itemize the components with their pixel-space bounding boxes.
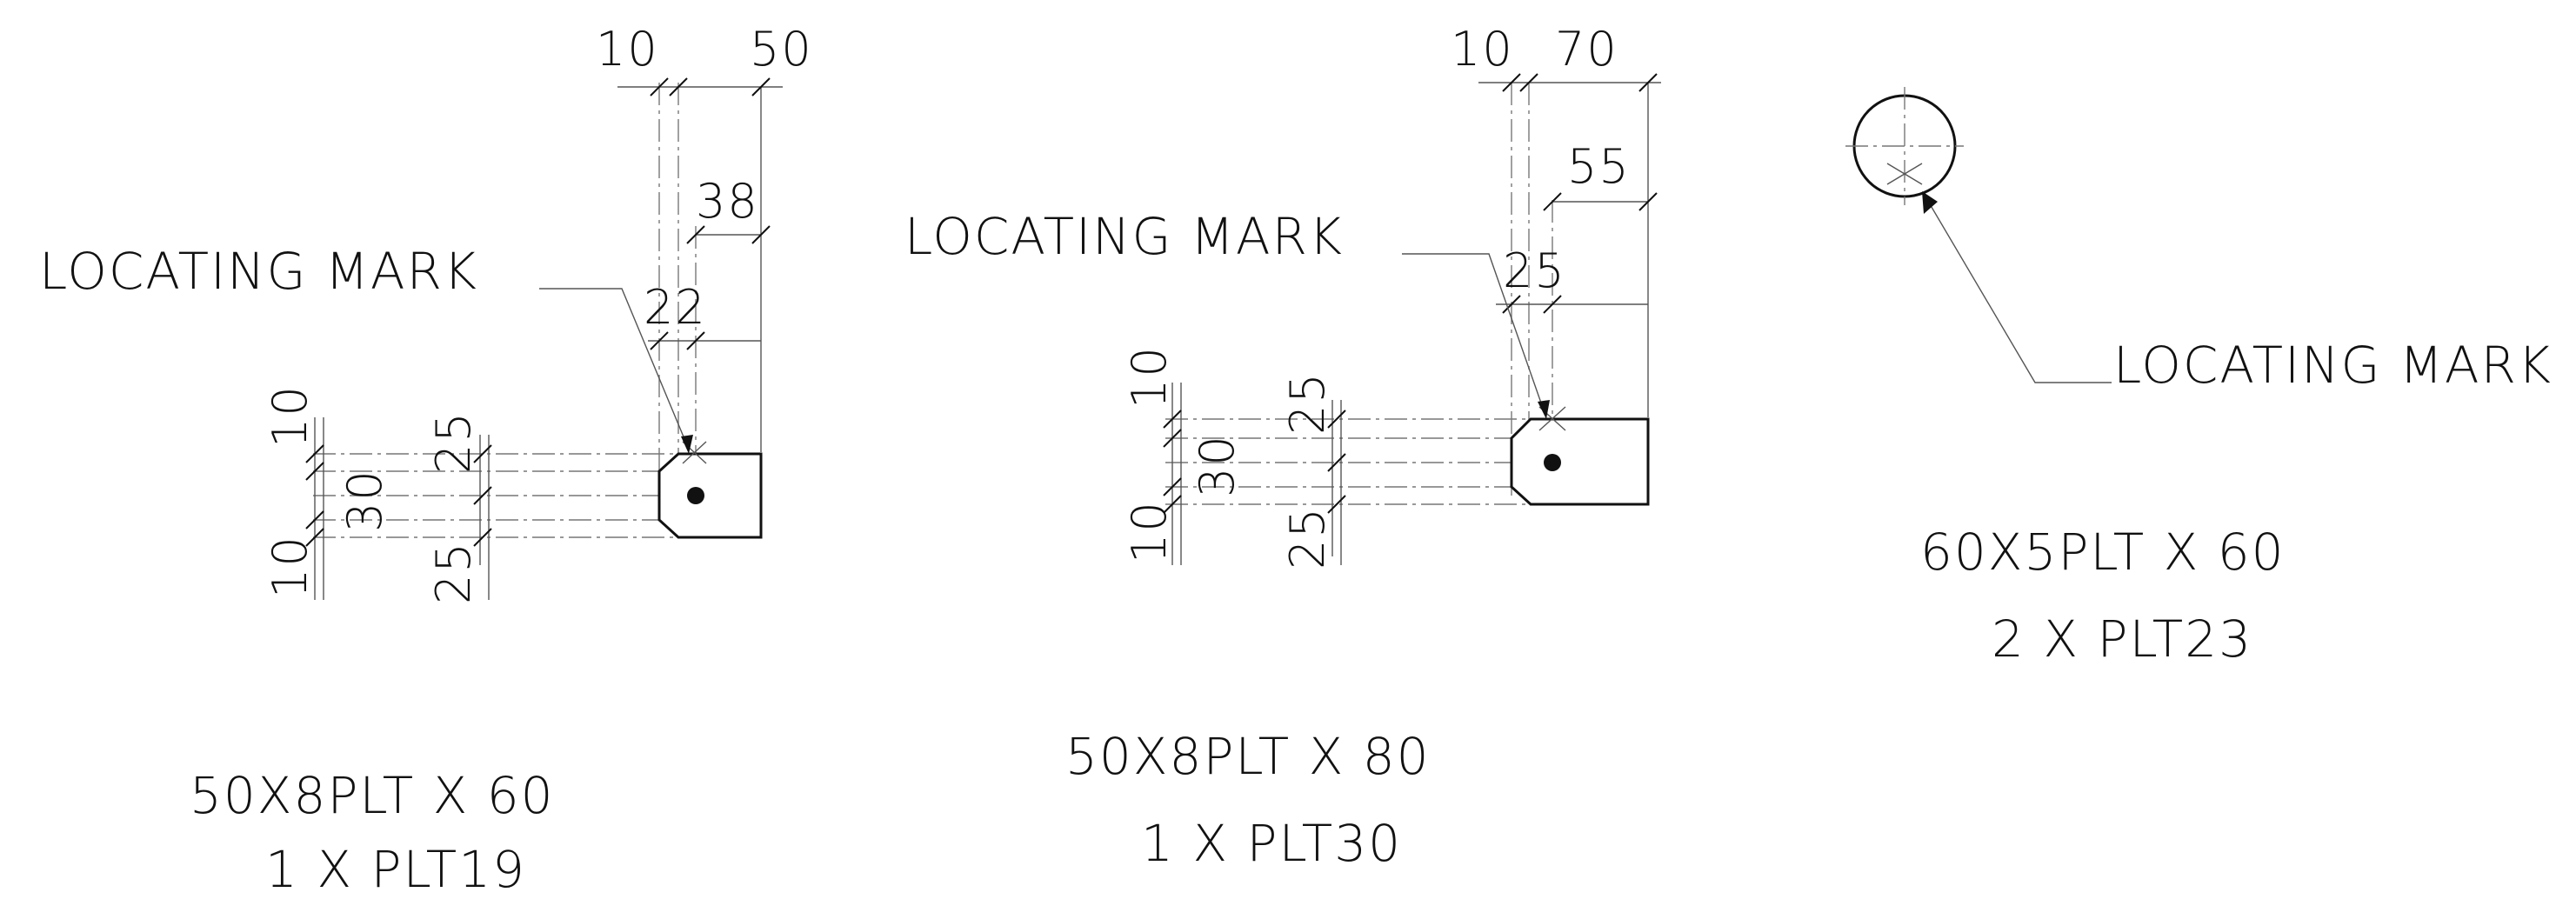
tick-mark: [1638, 73, 1658, 92]
leader-line: [539, 288, 688, 446]
dim-mid: 25: [1503, 243, 1566, 298]
dim-left-b: 30: [337, 469, 392, 532]
tick-mark: [1502, 295, 1521, 314]
tick-mark: [1163, 477, 1182, 496]
plate-plt19-detail: 10 50 38 22 10 30 10 25 25 LOCATING MARK…: [39, 22, 813, 899]
dim-upper: 38: [696, 174, 759, 229]
dim-left-a: 10: [1122, 345, 1177, 409]
plate-plt23-detail: LOCATING MARK 60X5PLT X 60 2 X PLT23: [1845, 87, 2553, 669]
tick-mark: [1502, 73, 1521, 92]
plate-qty: 1 X PLT30: [1141, 814, 1402, 873]
tick-mark: [305, 528, 324, 547]
dim-left-c: 10: [263, 535, 317, 598]
tick-mark: [1327, 453, 1346, 472]
dim-mid: 22: [644, 280, 707, 335]
dim-right-b: 25: [426, 541, 481, 604]
locating-mark-label: LOCATING MARK: [39, 242, 478, 301]
tick-mark: [305, 462, 324, 481]
leader-arrow: [1922, 191, 1938, 214]
leader-line: [1402, 253, 1545, 411]
tick-mark: [1638, 192, 1658, 211]
dim-right-a: 25: [426, 410, 481, 474]
tick-mark: [305, 510, 324, 529]
dim-right-a: 25: [1280, 371, 1335, 435]
tick-mark: [686, 225, 705, 244]
plate-spec: 60X5PLT X 60: [1920, 523, 2286, 582]
dim-upper: 55: [1567, 139, 1631, 194]
leader-arrow: [681, 435, 693, 454]
tick-mark: [473, 486, 492, 505]
dim-top-left: 10: [1451, 22, 1514, 77]
tick-mark: [1543, 295, 1562, 314]
dim-top-left: 10: [596, 22, 659, 77]
leader-arrow: [1538, 400, 1550, 419]
plate-plt30-detail: 10 70 55 25 10 30 10 25 25 LOCATING MARK…: [904, 22, 1661, 873]
tick-mark: [1163, 495, 1182, 514]
locating-mark-cross: [1886, 163, 1923, 185]
tick-mark: [686, 331, 705, 350]
dim-left-b: 30: [1190, 434, 1245, 497]
plate-outline: [657, 452, 763, 539]
locating-mark-label: LOCATING MARK: [904, 207, 1344, 266]
plate-qty: 1 X PLT19: [265, 840, 526, 899]
tick-mark: [1163, 429, 1182, 448]
tick-mark: [1163, 410, 1182, 429]
leader-line: [1925, 197, 2112, 383]
tick-mark: [751, 77, 771, 97]
plate-qty: 2 X PLT23: [1992, 609, 2252, 669]
dim-right-b: 25: [1280, 506, 1335, 569]
tick-mark: [650, 77, 669, 97]
tick-mark: [473, 528, 492, 547]
tick-mark: [1327, 410, 1346, 429]
locating-hole: [1544, 454, 1561, 471]
dim-top-right: 50: [750, 22, 813, 77]
dim-top-right: 70: [1555, 22, 1618, 77]
tick-mark: [1327, 495, 1346, 514]
tick-mark: [650, 331, 669, 350]
tick-mark: [751, 225, 771, 244]
dim-left-c: 10: [1122, 500, 1177, 563]
tick-mark: [669, 77, 688, 97]
plate-spec: 50X8PLT X 80: [1065, 727, 1431, 786]
tick-mark: [1543, 192, 1562, 211]
tick-mark: [1519, 73, 1538, 92]
tick-mark: [473, 444, 492, 463]
dim-left-a: 10: [263, 384, 317, 448]
plate-spec: 50X8PLT X 60: [190, 766, 555, 825]
plate-outline: [1510, 417, 1650, 506]
locating-hole: [687, 487, 704, 504]
tick-mark: [305, 444, 324, 463]
locating-mark-label: LOCATING MARK: [2113, 336, 2553, 395]
